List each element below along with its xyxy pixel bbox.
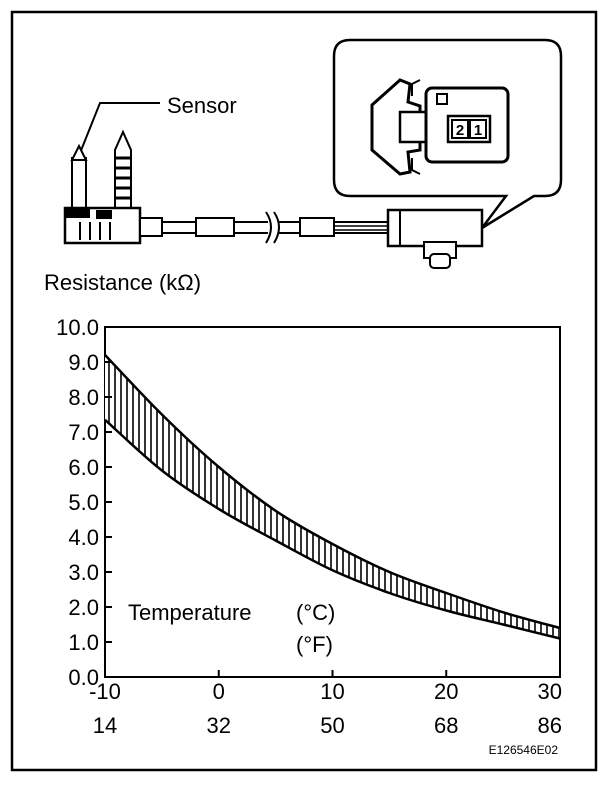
- pin-1-cell: [469, 119, 487, 139]
- x-tick-label-celsius: 10: [320, 679, 344, 704]
- x-tick-label-fahrenheit: 14: [93, 713, 117, 738]
- pin-2-cell: [451, 119, 469, 139]
- sensor-threaded-probe: [114, 129, 132, 213]
- x-tick-label-celsius: 0: [213, 679, 225, 704]
- x-axis-unit-fahrenheit: (°F): [296, 632, 333, 657]
- y-tick-label: 2.0: [68, 595, 99, 620]
- y-tick-label: 10.0: [56, 315, 99, 340]
- resistance-temperature-chart: Resistance (kΩ) 0.0 1.0 2.0 3.0 4.0 5.0 6.0 7.0…: [44, 270, 562, 738]
- y-tick-label: 9.0: [68, 350, 99, 375]
- series-upper-limit-line: [104, 354, 561, 630]
- y-tick-label: 0.0: [68, 665, 99, 690]
- x-axis-label: Temperature: [128, 600, 252, 625]
- x-tick-label-fahrenheit: 32: [207, 713, 231, 738]
- y-axis-label: Resistance (kΩ): [44, 270, 201, 295]
- x-tick-label-celsius: 20: [434, 679, 458, 704]
- y-tick-label: 3.0: [68, 560, 99, 585]
- x-tick-label-fahrenheit: 86: [538, 713, 562, 738]
- x-tick-label-celsius: 30: [538, 679, 562, 704]
- connector-detail-callout: 2 1: [332, 38, 563, 230]
- figure-frame: [10, 10, 598, 772]
- pin-1-label: 1: [474, 122, 482, 139]
- x-axis-unit-celsius: (°C): [296, 600, 335, 625]
- figure-code: E126546E02: [489, 743, 559, 757]
- series-lower-limit-line: [104, 418, 561, 640]
- y-tick-label: 7.0: [68, 420, 99, 445]
- sensor-probe: [71, 157, 87, 211]
- y-tick-label: 4.0: [68, 525, 99, 550]
- y-tick-label: 6.0: [68, 455, 99, 480]
- x-tick-label-celsius: -10: [89, 679, 121, 704]
- sensor-label: Sensor: [167, 93, 237, 118]
- x-tick-label-fahrenheit: 50: [320, 713, 344, 738]
- harness-connector: [386, 208, 484, 248]
- y-tick-label: 5.0: [68, 490, 99, 515]
- sensor-leader-line: [77, 102, 160, 159]
- y-tick-label: 1.0: [68, 630, 99, 655]
- x-tick-label-fahrenheit: 68: [434, 713, 458, 738]
- y-tick-label: 8.0: [68, 385, 99, 410]
- pin-2-label: 2: [456, 122, 464, 139]
- sensor-illustration: Sensor: [63, 93, 484, 269]
